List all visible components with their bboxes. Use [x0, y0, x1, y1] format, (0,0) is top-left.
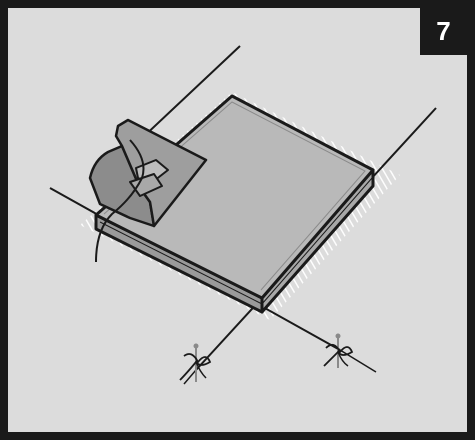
string-line-extension-b [183, 369, 197, 385]
step-number-badge: 7 [420, 8, 467, 55]
peg-icon [179, 333, 354, 382]
string-line-extension-a [339, 349, 377, 373]
cable-line [95, 139, 145, 263]
string-line-upper [139, 45, 241, 141]
slab-icon [94, 94, 375, 314]
